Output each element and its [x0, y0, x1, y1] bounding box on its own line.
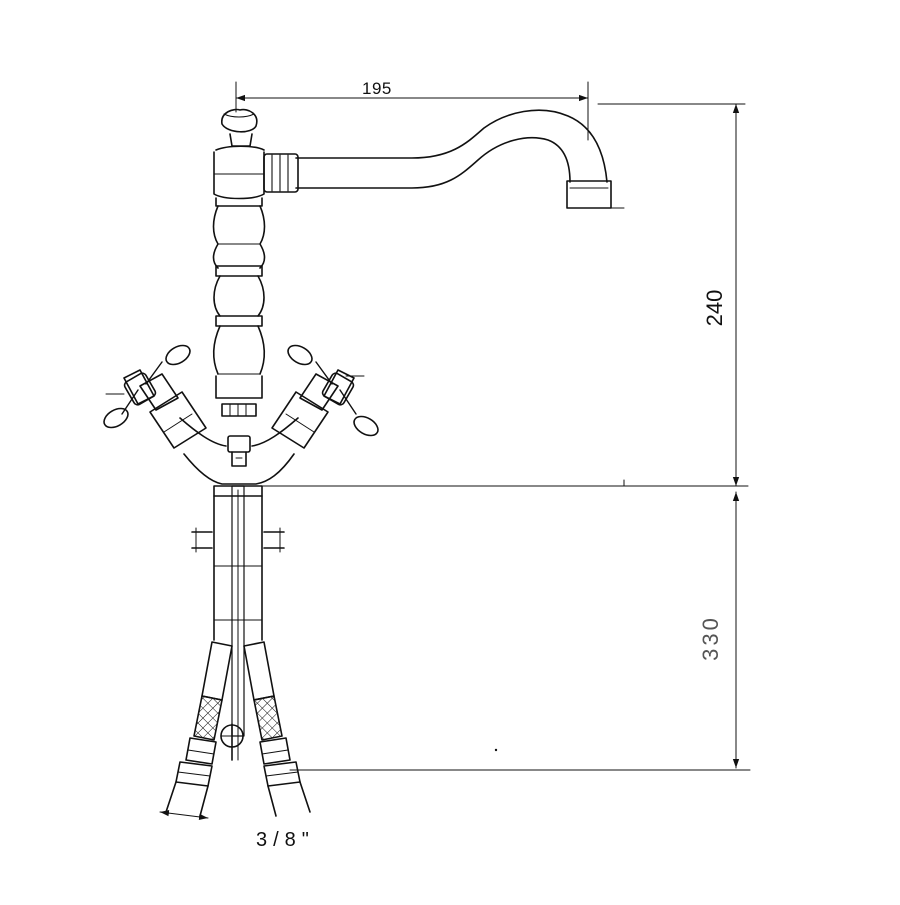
label-hose-length: 330 — [698, 615, 723, 661]
dimension-connection — [159, 809, 209, 821]
base-body — [179, 417, 299, 485]
label-connection: 3/8" — [256, 829, 315, 851]
dimension-hose-length — [289, 491, 751, 771]
left-cross-handle — [103, 344, 207, 449]
right-flex-hose — [243, 641, 311, 817]
right-cross-handle — [271, 344, 379, 449]
lift-rod — [220, 723, 244, 761]
top-knob — [213, 108, 265, 207]
label-spout-reach: 195 — [362, 79, 392, 98]
label-spout-height: 240 — [702, 290, 727, 327]
spout — [263, 109, 625, 209]
column — [212, 205, 266, 417]
dimension-spout-height — [597, 103, 746, 487]
left-flex-hose — [165, 641, 233, 817]
